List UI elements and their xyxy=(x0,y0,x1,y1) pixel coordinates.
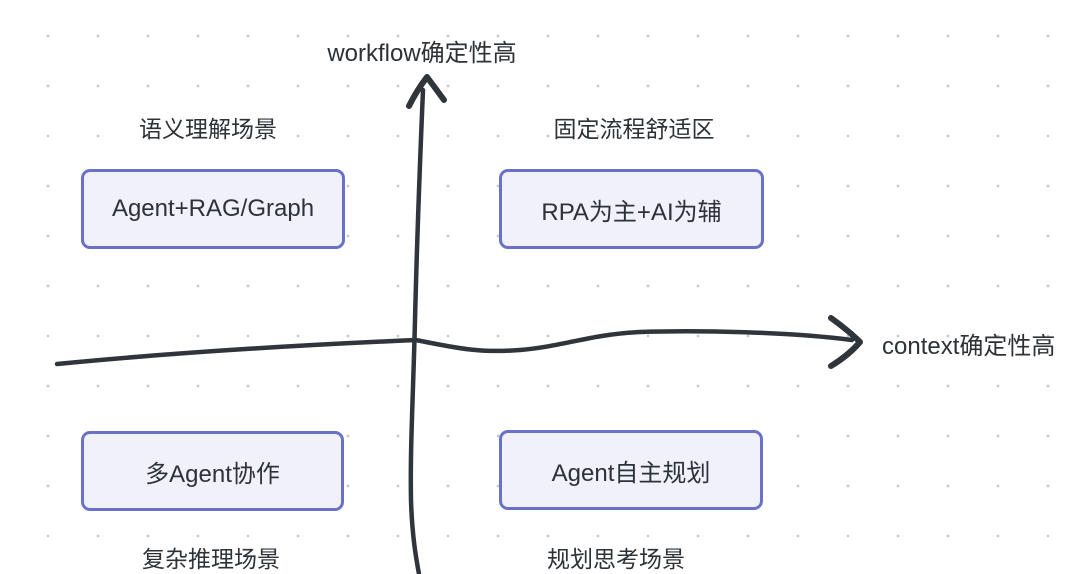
x-axis-arrowhead-icon xyxy=(828,315,863,369)
node-box-top-right: RPA为主+AI为辅 xyxy=(499,169,764,249)
node-box-top-left: Agent+RAG/Graph xyxy=(81,169,345,249)
node-box-bottom-left: 多Agent协作 xyxy=(81,431,344,511)
quadrant-label-top-right: 固定流程舒适区 xyxy=(553,116,715,142)
quadrant-label-bottom-right: 规划思考场景 xyxy=(547,546,685,572)
node-box-bottom-right: Agent自主规划 xyxy=(499,430,763,510)
x-axis-line xyxy=(54,329,855,367)
y-axis-title: workflow确定性高 xyxy=(327,40,517,67)
y-axis-arrowhead-icon xyxy=(406,74,447,109)
quadrant-label-bottom-left: 复杂推理场景 xyxy=(142,546,280,572)
quadrant-label-top-left: 语义理解场景 xyxy=(139,116,277,142)
x-axis-title: context确定性高 xyxy=(882,333,1056,360)
y-axis-line xyxy=(408,87,426,574)
